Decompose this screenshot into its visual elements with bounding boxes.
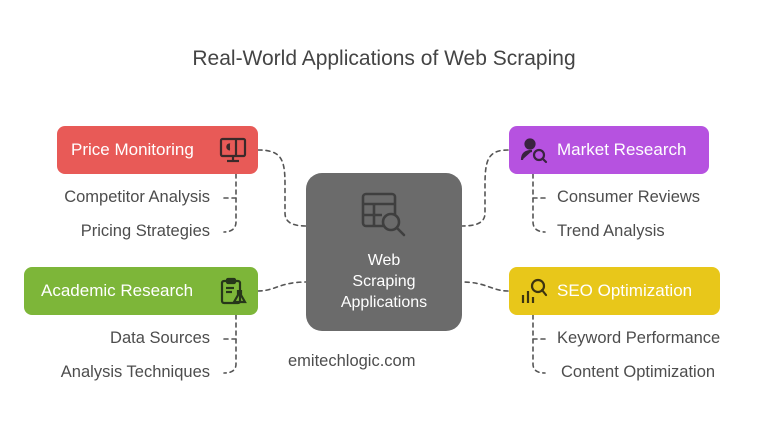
sub-item: Trend Analysis bbox=[557, 222, 665, 240]
connector-seo-items bbox=[532, 314, 546, 374]
monitor-price-icon bbox=[218, 135, 248, 165]
clipboard-flask-icon bbox=[218, 276, 248, 306]
connector-market bbox=[461, 149, 509, 227]
sub-item: Competitor Analysis bbox=[64, 188, 210, 206]
category-label: Academic Research bbox=[41, 281, 194, 300]
category-market-research: Market Research bbox=[509, 126, 709, 174]
sub-item: Consumer Reviews bbox=[557, 188, 701, 206]
category-academic-research: Academic Research bbox=[24, 267, 258, 315]
sub-item: Pricing Strategies bbox=[80, 222, 210, 240]
category-price-monitoring: Price Monitoring bbox=[57, 126, 258, 174]
central-node: Web Scraping Applications bbox=[306, 173, 462, 331]
connector-price bbox=[257, 149, 307, 227]
connector-market-items bbox=[532, 173, 546, 233]
category-label: Market Research bbox=[557, 140, 687, 159]
diagram-title: Real-World Applications of Web Scraping bbox=[192, 47, 576, 70]
connector-price-items bbox=[223, 173, 237, 233]
sub-item: Keyword Performance bbox=[557, 329, 721, 347]
connector-academic-items bbox=[223, 314, 237, 374]
spreadsheet-search-icon bbox=[360, 191, 408, 242]
website-label: emitechlogic.com bbox=[288, 352, 416, 370]
sub-item: Analysis Techniques bbox=[60, 363, 210, 381]
sub-item: Content Optimization bbox=[561, 363, 716, 381]
category-seo-optimization: SEO Optimization bbox=[509, 267, 720, 315]
category-label: Price Monitoring bbox=[71, 140, 194, 159]
category-label: SEO Optimization bbox=[557, 281, 693, 300]
connector-academic bbox=[257, 281, 307, 292]
sub-item: Data Sources bbox=[110, 329, 210, 347]
connector-seo bbox=[461, 281, 509, 292]
user-search-icon bbox=[519, 135, 549, 165]
central-node-label: Web Scraping Applications bbox=[340, 252, 428, 311]
chart-search-icon bbox=[519, 276, 549, 306]
